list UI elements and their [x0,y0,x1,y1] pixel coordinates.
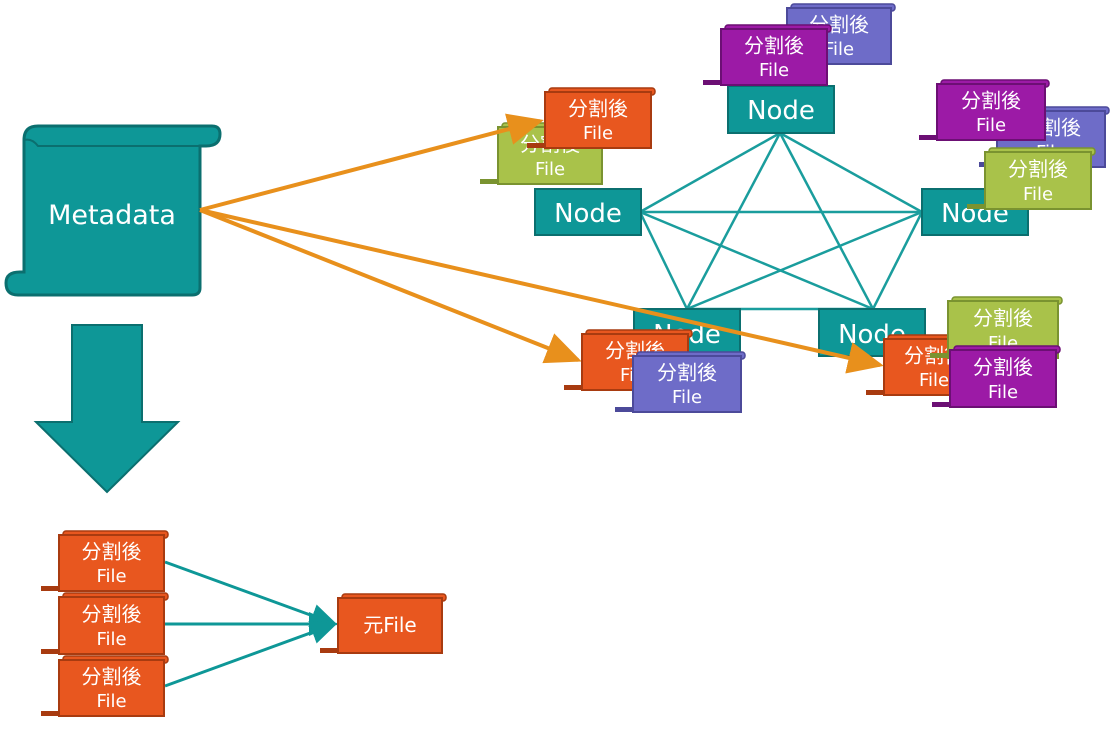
node-mesh [638,131,924,311]
fragment-file-label: File [535,159,565,180]
fragment-file-scroll: 分割後 File [967,147,1096,210]
down-arrow [33,324,181,494]
fragment-file-label: File [824,39,854,60]
fragment-file-label: File [583,123,613,144]
fragment-label: 分割後 [973,306,1033,330]
fragment-file-scroll: 分割後 File [932,345,1061,408]
fragment-label: 分割後 [657,361,717,385]
fragment-file-label: File [988,382,1018,403]
original-file-scroll: 元File [320,593,447,654]
fragment-file-label: File [759,60,789,81]
fragment-label: 分割後 [961,89,1021,113]
fragment-file-label: File [919,370,949,391]
fragment-file-label: File [976,115,1006,136]
node-top: Node [727,85,835,134]
reassembly-arrows [164,560,338,688]
fragment-label: 分割後 [82,665,142,689]
fragment-file-label: File [96,566,126,587]
fragment-label: 分割後 [744,34,804,58]
original-file-label: 元File [363,613,416,637]
metadata-scroll: Metadata [4,124,222,297]
fragment-file-label: File [96,691,126,712]
fragment-label: 分割後 [82,540,142,564]
fragment-file-label: File [96,629,126,650]
node-left: Node [534,188,642,236]
fragment-label: 分割後 [568,97,628,121]
node-label: Node [554,199,622,229]
distribution-arrows [199,113,884,374]
fragment-label: 分割後 [1008,157,1068,181]
fragment-file-label: File [1023,184,1053,205]
metadata-label: Metadata [48,200,176,231]
node-label: Node [747,96,815,126]
fragment-file-label: File [672,387,702,408]
fragment-label: 分割後 [973,355,1033,379]
fragment-label: 分割後 [82,602,142,626]
fragment-file-scroll: 分割後 File [41,592,169,655]
